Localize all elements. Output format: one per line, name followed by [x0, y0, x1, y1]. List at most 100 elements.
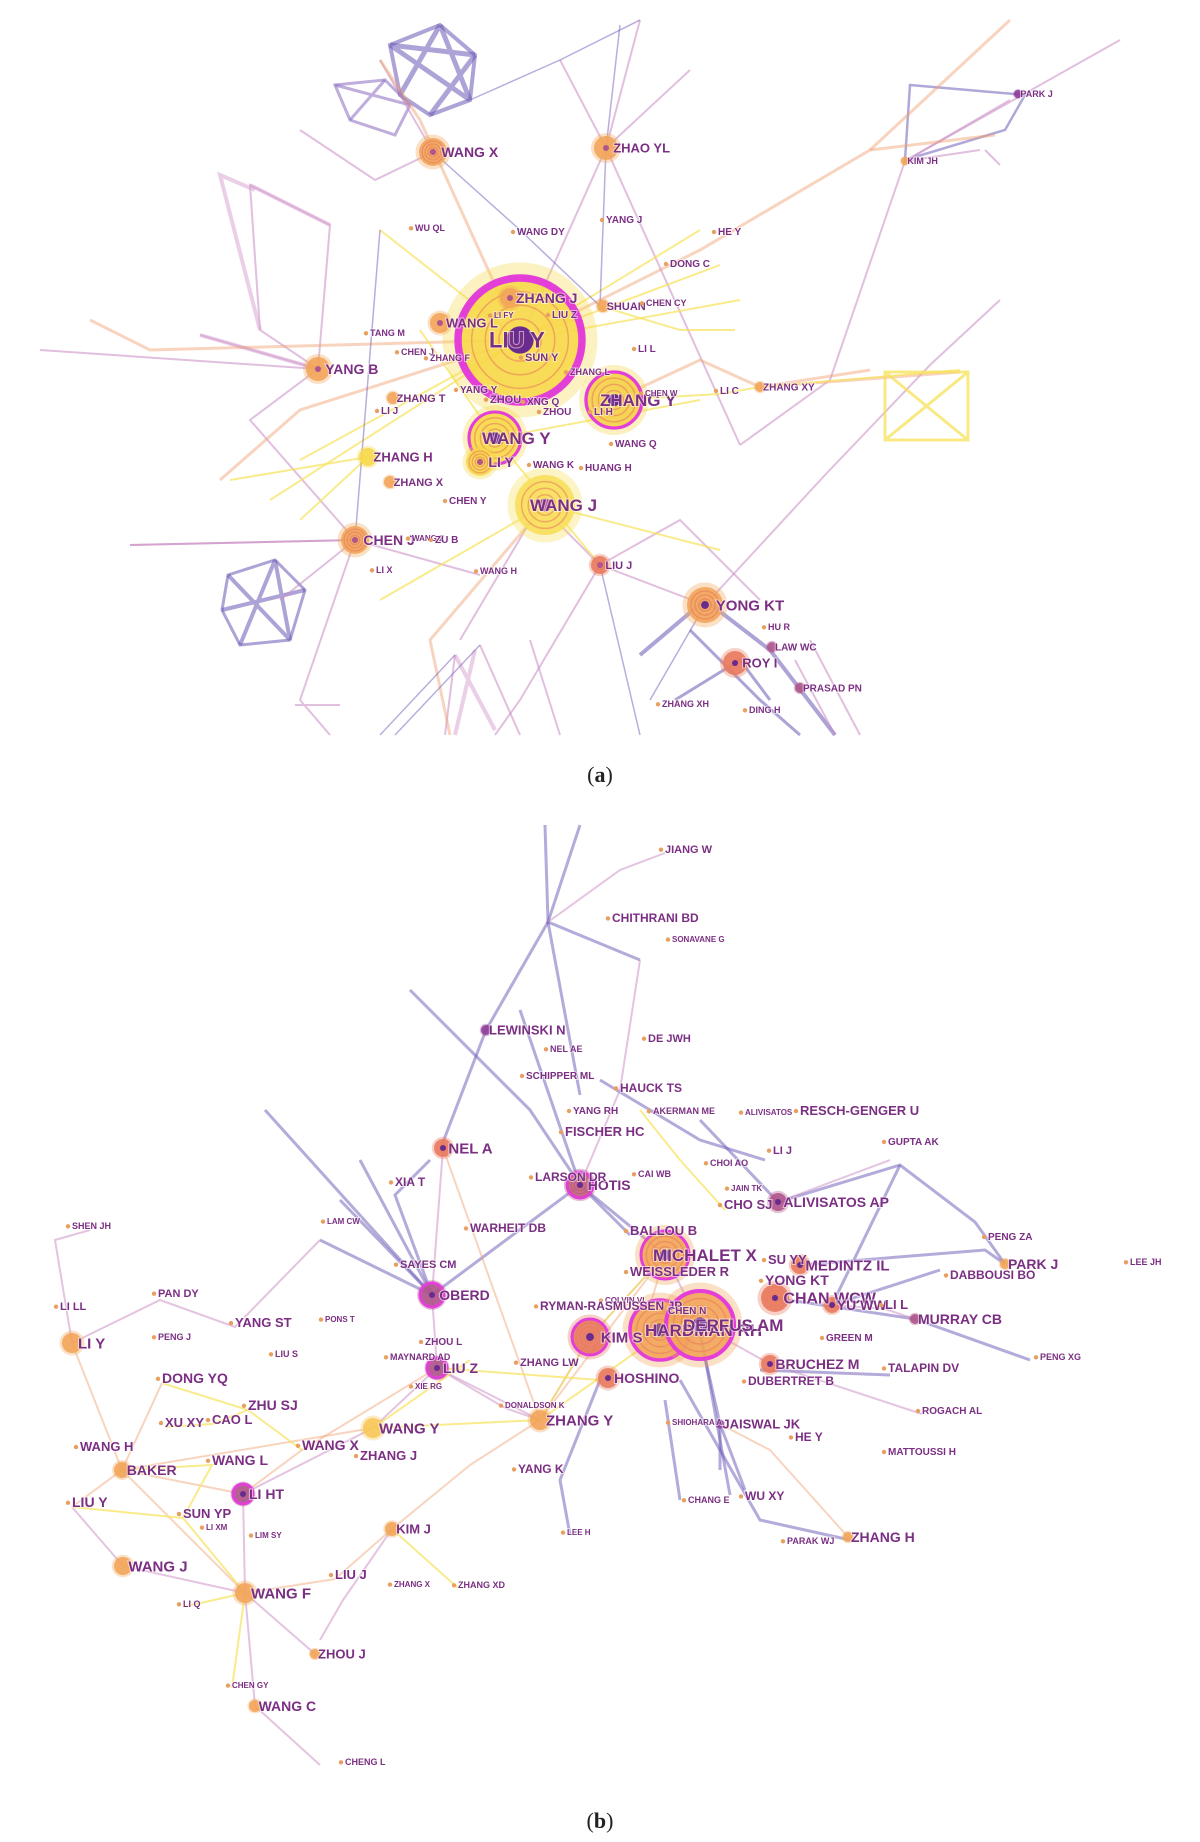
b-node-li-ht [230, 1481, 256, 1507]
a-minor-label: LI H [594, 407, 613, 418]
b-label-zhang-y: ZHANG Y [546, 1412, 613, 1429]
b-minor-he-y-56: HE Y [788, 1429, 824, 1445]
caption-a: (a) [587, 762, 613, 787]
b-minor-cho-sj-19: CHO SJ [717, 1196, 773, 1213]
b-minor-peng-za-24: PENG ZA [981, 1231, 1033, 1244]
b-minor-label: WU XY [745, 1489, 784, 1503]
b-node-michalet-x [635, 1225, 695, 1285]
a-node-zhang-xy [753, 380, 767, 394]
b-minor-label: CHEN N [668, 1306, 706, 1317]
a-label-prasad-pn: PRASAD PN [803, 684, 862, 695]
b-label-lewinski-n: LEWINSKI N [489, 1023, 566, 1038]
a-minor-label: CHEN W [645, 389, 678, 398]
a-minor-zhang-f-10: ZHANG F [423, 352, 471, 364]
b-label-li-y: LI Y [78, 1335, 105, 1352]
a-minor-li-fy-6: LI FY [487, 310, 515, 321]
b-minor-green-m-41: GREEN M [819, 1332, 874, 1345]
a-node-shuan [595, 298, 611, 314]
a-minor-label: ZU B [435, 535, 458, 546]
a-minor-zhou-18: ZHOU [536, 406, 572, 419]
b-node-wang-c [247, 1698, 263, 1714]
a-minor-label: LI X [376, 565, 393, 575]
a-label-yang-b: YANG B [325, 361, 378, 377]
b-minor-label: DABBOUSI BO [950, 1268, 1035, 1282]
b-minor-label: PENG XG [1040, 1352, 1081, 1362]
a-minor-wang-z-26: WANG Z [405, 533, 445, 544]
a-node-wang-x [415, 134, 451, 170]
b-node-lewinski-n [479, 1023, 493, 1037]
b-minor-dubertret-b-45: DUBERTRET B [741, 1373, 835, 1389]
b-minor-wang-l-60: WANG L [205, 1451, 269, 1469]
b-minor-su-yy-28: SU YY [761, 1251, 808, 1268]
b-minor-label: LI Q [183, 1599, 201, 1609]
a-label-liu-y: LIU Y [489, 328, 545, 353]
b-minor-label: DONALDSON K [505, 1401, 565, 1410]
b-minor-parak-wj-70: PARAK WJ [780, 1535, 835, 1547]
b-minor-label: WANG H [80, 1439, 133, 1454]
a-minor-label: YANG J [606, 215, 642, 226]
b-minor-yong-kt-31: YONG KT [758, 1271, 830, 1289]
b-minor-donaldson-k-52: DONALDSON K [498, 1400, 566, 1411]
a-node-zhao-yl [591, 133, 621, 163]
b-minor-label: SONAVANE G [672, 935, 725, 944]
a-minor-zhou-16: ZHOU [483, 393, 522, 407]
a-node-chen-j [337, 522, 373, 558]
b-minor-label: SAYES CM [400, 1259, 456, 1271]
b-minor-cai-wb-16: CAI WB [631, 1168, 672, 1180]
b-node-zhou-j [308, 1647, 322, 1661]
a-minor-label: SUN Y [525, 352, 559, 364]
b-node-li-y [59, 1330, 85, 1356]
a-minor-zhang-l-13: ZHANG L [563, 366, 611, 378]
a-minor-label: ZHANG F [430, 353, 470, 363]
b-minor-label: LIU S [275, 1349, 298, 1359]
b-label-bruchez-m: BRUCHEZ M [775, 1356, 859, 1372]
b-minor-lee-h-69: LEE H [560, 1527, 592, 1538]
b-label-baker: BAKER [127, 1462, 177, 1478]
b-minor-label: GREEN M [826, 1333, 873, 1344]
a-node-roy-i [720, 648, 750, 678]
b-minor-label: JAIN TK [731, 1184, 762, 1193]
b-minor-alivisatos-9: ALIVISATOS [738, 1107, 794, 1118]
b-minor-label: PAN DY [158, 1288, 199, 1300]
a-label-zhang-xy: ZHANG XY [763, 383, 815, 394]
b-minor-choi-ao-17: CHOI AO [703, 1157, 749, 1169]
a-label-zhang-y: ZHANG Y [600, 391, 677, 410]
a-minor-li-h-19: LI H [587, 406, 614, 419]
b-minor-dabbousi-bo-29: DABBOUSI BO [943, 1267, 1036, 1283]
b-minor-label: DE JWH [648, 1033, 691, 1045]
b-minor-label: PONS T [325, 1315, 355, 1324]
b-minor-label: LIU J [335, 1567, 367, 1582]
a-label-wang-x: WANG X [441, 144, 498, 160]
b-minor-schipper-ml-5: SCHIPPER ML [519, 1070, 595, 1083]
b-minor-label: RYMAN-RASMUSSEN JP [540, 1299, 682, 1313]
b-minor-pons-t-35: PONS T [318, 1314, 356, 1325]
a-minor-yang-j-2: YANG J [599, 214, 643, 227]
b-minor-label: CHENG L [345, 1757, 386, 1767]
a-minor-label: ZHOU [490, 394, 521, 406]
b-minor-label: LEE H [567, 1528, 591, 1537]
a-label-yong-kt: YONG KT [716, 597, 784, 614]
b-minor-label: FISCHER HC [565, 1124, 645, 1139]
b-minor-li-ll-32: LI LL [53, 1300, 88, 1314]
b-minor-wu-xy-67: WU XY [738, 1488, 785, 1504]
b-minor-zhang-x-72: ZHANG X [387, 1579, 432, 1590]
b-minor-label: LEE JH [1130, 1257, 1162, 1267]
b-minor-label: BALLOU B [630, 1223, 697, 1238]
a-minor-label: TANG M [370, 328, 405, 338]
b-minor-label: TALAPIN DV [888, 1361, 959, 1375]
a-minor-label: DONG C [670, 259, 710, 270]
a-node-park-j [1013, 89, 1023, 99]
b-minor-label: LI J [773, 1145, 792, 1157]
b-minor-yang-k-62: YANG K [511, 1461, 565, 1477]
b-node-wang-y [360, 1415, 386, 1441]
b-minor-label: YANG ST [235, 1315, 292, 1330]
a-minor-label: XNG Q [527, 397, 559, 408]
b-minor-xia-t-14: XIA T [388, 1174, 427, 1190]
b-node-hoshino [595, 1365, 621, 1391]
a-label-chen-j: CHEN J [363, 532, 414, 548]
b-minor-label: LIM SY [255, 1531, 282, 1540]
b-minor-li-l-40: LI L [878, 1296, 909, 1313]
a-node-li-y [462, 444, 498, 480]
